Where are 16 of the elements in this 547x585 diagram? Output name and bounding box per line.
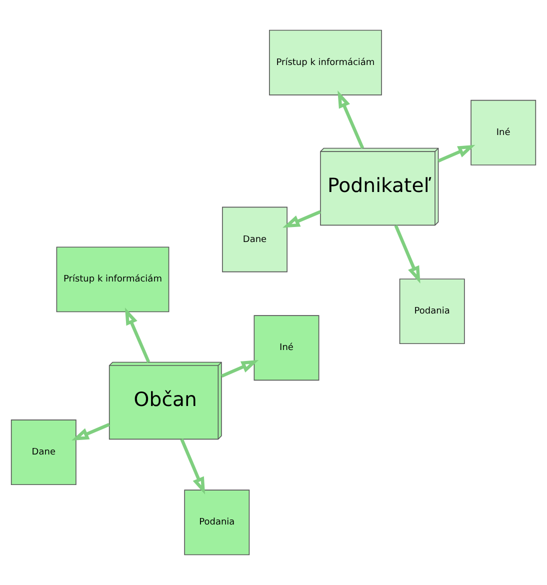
node-box: Prístup k informáciám [269,30,382,96]
node-box: Prístup k informáciám [56,246,170,312]
node-box: Iné [470,100,536,166]
arrow [338,90,364,149]
node-box: Dane [10,420,76,486]
arrow [282,210,321,228]
node-box: Podania [399,278,465,344]
node-box: Dane [222,206,288,272]
arrow [124,308,150,363]
arrow [221,360,259,378]
arrow [394,224,420,284]
node-box: Iné [254,315,320,381]
arrow [438,144,476,162]
arrow [180,438,206,494]
arrow [72,423,110,440]
node-box: Podania [184,490,250,556]
